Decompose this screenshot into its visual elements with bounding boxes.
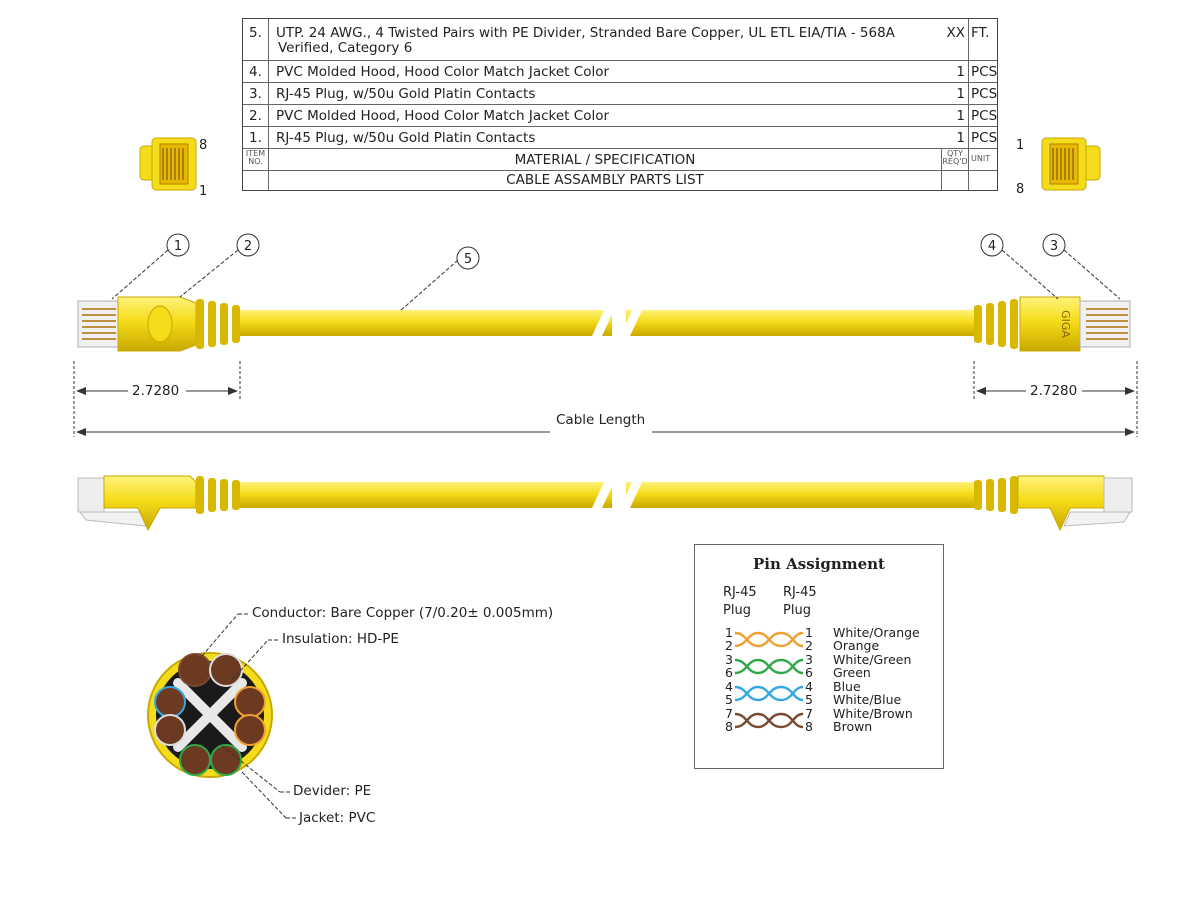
item-unit: PCS xyxy=(971,108,997,124)
item-qty: 1 xyxy=(942,61,969,82)
brand-text: GIGA xyxy=(1059,310,1072,338)
left-end-pin-top: 8 xyxy=(199,138,208,153)
left-pin: 5 xyxy=(725,692,733,707)
pin-col-left-head: RJ-45 Plug xyxy=(723,585,757,618)
right-pin: 1 xyxy=(805,625,813,640)
insulation-label: Insulation: HD-PE xyxy=(282,631,399,647)
wire-color: Brown xyxy=(833,719,873,734)
cable-side-view xyxy=(77,475,1133,532)
callout-1: 1 xyxy=(174,239,182,254)
table-row: 5. UTP. 24 AWG., 4 Twisted Pairs with PE… xyxy=(243,19,997,61)
table-row: 3. RJ-45 Plug, w/50u Gold Platin Contact… xyxy=(243,83,997,105)
table-row: 2. PVC Molded Hood, Hood Color Match Jac… xyxy=(243,105,997,127)
item-unit: PCS. xyxy=(971,64,997,80)
wire-strand xyxy=(735,658,804,675)
item-unit: PCS. xyxy=(971,130,997,146)
right-pin: 4 xyxy=(805,679,813,694)
callout-5: 5 xyxy=(464,252,472,267)
left-pin: 8 xyxy=(725,719,733,734)
cable-cross-section xyxy=(147,613,296,819)
table-header-row: ITEM NO. MATERIAL / SPECIFICATION QTY RE… xyxy=(243,149,997,171)
cable-top-view: GIGA 1 2 5 4 3 xyxy=(73,233,1138,437)
item-description: RJ-45 Plug, w/50u Gold Platin Contacts xyxy=(269,83,969,104)
left-pin: 4 xyxy=(725,679,733,694)
item-description: PVC Molded Hood, Hood Color Match Jacket… xyxy=(269,105,969,126)
wire-strand xyxy=(735,631,804,648)
parts-list-table: 5. UTP. 24 AWG., 4 Twisted Pairs with PE… xyxy=(242,18,998,191)
item-description: PVC Molded Hood, Hood Color Match Jacket… xyxy=(269,61,969,82)
wire-color: White/Green xyxy=(833,652,912,667)
item-description: UTP. 24 AWG., 4 Twisted Pairs with PE Di… xyxy=(269,19,969,60)
table-row: 4. PVC Molded Hood, Hood Color Match Jac… xyxy=(243,61,997,83)
header-item-no: ITEM NO. xyxy=(243,149,269,170)
item-qty: 1 xyxy=(942,105,969,126)
pin-assignment-box: Pin Assignment RJ-45 Plug RJ-45 Plug 1 2… xyxy=(694,544,944,769)
table-row: 1. RJ-45 Plug, w/50u Gold Platin Contact… xyxy=(243,127,997,149)
wire-color: Blue xyxy=(833,679,861,694)
item-qty: XX xyxy=(942,19,969,60)
right-pin: 2 xyxy=(805,638,813,653)
item-number: 3. xyxy=(243,83,269,104)
left-pin: 6 xyxy=(725,665,733,680)
table-footer-row: CABLE ASSAMBLY PARTS LIST xyxy=(243,171,997,191)
callout-4: 4 xyxy=(988,239,996,254)
pin-col-right-head: RJ-45 Plug xyxy=(783,585,817,618)
right-end-pin-top: 1 xyxy=(1016,138,1025,153)
right-pin: 5 xyxy=(805,692,813,707)
right-dimension: 2.7280 xyxy=(1030,383,1078,399)
wire-strand xyxy=(735,685,804,702)
right-connector-end-view xyxy=(1041,137,1101,191)
left-connector-end-view xyxy=(139,137,197,191)
wire-strand xyxy=(735,712,804,729)
item-unit: PCS. xyxy=(971,86,997,102)
right-pin: 7 xyxy=(805,706,813,721)
right-pin: 8 xyxy=(805,719,813,734)
table-caption: CABLE ASSAMBLY PARTS LIST xyxy=(269,171,942,191)
item-qty: 1 xyxy=(942,83,969,104)
wire-color: Orange xyxy=(833,638,880,653)
header-qty: QTY REQ'D xyxy=(942,149,969,170)
conductor-label: Conductor: Bare Copper (7/0.20± 0.005mm) xyxy=(252,605,554,621)
wire-color: White/Blue xyxy=(833,692,902,707)
item-qty: 1 xyxy=(942,127,969,148)
right-end-pin-bottom: 8 xyxy=(1016,182,1025,197)
wire-color: White/Brown xyxy=(833,706,913,721)
left-pin: 7 xyxy=(725,706,733,721)
left-pin: 1 xyxy=(725,625,733,640)
item-description: RJ-45 Plug, w/50u Gold Platin Contacts xyxy=(269,127,969,148)
callout-2: 2 xyxy=(244,239,252,254)
left-pin: 3 xyxy=(725,652,733,667)
item-number: 5. xyxy=(243,19,269,60)
left-dimension: 2.7280 xyxy=(132,383,180,399)
wire-color: White/Orange xyxy=(833,625,920,640)
left-pin: 2 xyxy=(725,638,733,653)
item-number: 4. xyxy=(243,61,269,82)
divider-label: Devider: PE xyxy=(293,783,372,799)
right-pin: 6 xyxy=(805,665,813,680)
header-spec: MATERIAL / SPECIFICATION xyxy=(269,149,942,170)
cable-length-label: Cable Length xyxy=(556,412,646,428)
left-end-pin-bottom: 1 xyxy=(199,184,208,199)
pin-assignment-title: Pin Assignment xyxy=(753,555,885,573)
callout-3: 3 xyxy=(1050,239,1058,254)
wire-color: Green xyxy=(833,665,871,680)
twisted-pair-diagram xyxy=(735,631,804,729)
header-unit: UNIT xyxy=(971,154,991,163)
jacket-label: Jacket: PVC xyxy=(299,810,376,826)
item-number: 2. xyxy=(243,105,269,126)
right-pin: 3 xyxy=(805,652,813,667)
item-number: 1. xyxy=(243,127,269,148)
item-unit: FT. xyxy=(971,25,990,41)
